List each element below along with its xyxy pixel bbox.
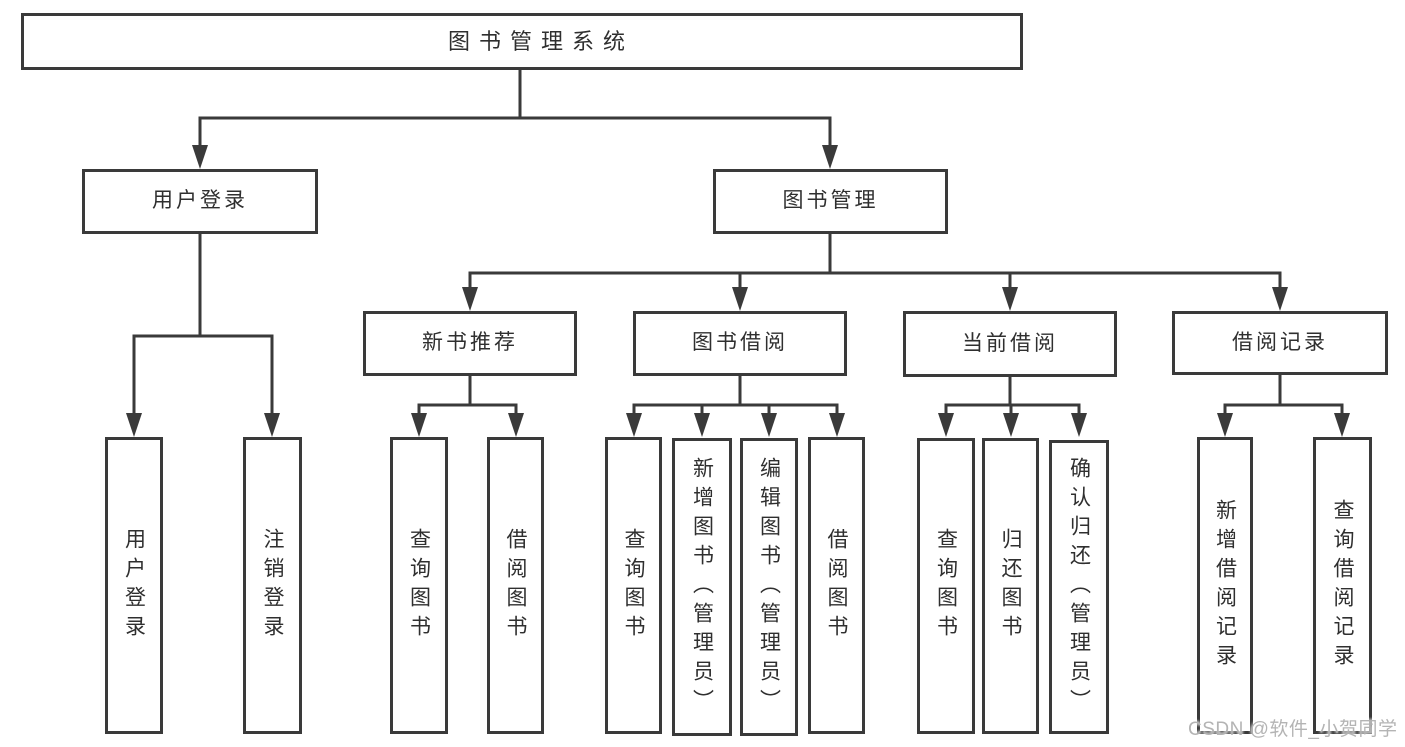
arrow-down-icon: [626, 413, 642, 437]
node-book-management: 图书管理: [713, 169, 948, 234]
arrow-down-icon: [126, 413, 142, 437]
leaf-add-borrow-record-label: 新增借阅记录: [1213, 498, 1237, 673]
leaf-return-books: 归还图书: [982, 438, 1039, 734]
leaf-add-books-admin-label: 新增图书（管理员）: [690, 456, 714, 718]
node-book-borrow: 图书借阅: [633, 311, 847, 376]
node-book-management-label: 图书管理: [782, 189, 879, 213]
leaf-borrow-books-recommend-label: 借阅图书: [504, 527, 527, 644]
connector-root-arrowheads: [192, 145, 838, 169]
arrow-down-icon: [822, 145, 838, 169]
connector-new-book-recommend-arrowheads: [411, 413, 524, 437]
connector-book-borrow-arrowheads: [626, 413, 845, 437]
arrow-down-icon: [508, 413, 524, 437]
leaf-user-login: 用户登录: [105, 437, 163, 734]
leaf-query-books-recommend-label: 查询图书: [407, 527, 431, 644]
csdn-watermark: CSDN @软件_小贺同学: [1188, 719, 1398, 740]
leaf-confirm-return-admin: 确认归还（管理员）: [1049, 440, 1109, 734]
leaf-query-borrow-record-label: 查询借阅记录: [1331, 498, 1354, 673]
connector-book-borrow-branch: [632, 374, 839, 417]
connector-book-management-branch: [468, 232, 1282, 291]
arrow-down-icon: [192, 145, 208, 169]
arrow-down-icon: [1071, 413, 1087, 437]
connector-current-borrow-arrowheads: [938, 413, 1087, 437]
arrow-down-icon: [411, 413, 427, 437]
arrow-down-icon: [1003, 413, 1019, 437]
leaf-query-books-recommend: 查询图书: [390, 437, 448, 734]
arrow-down-icon: [1217, 413, 1233, 437]
node-user-login: 用户登录: [82, 169, 318, 234]
arrow-down-icon: [761, 413, 777, 437]
node-book-borrow-label: 图书借阅: [692, 331, 788, 355]
connector-current-borrow-branch: [944, 375, 1081, 417]
arrow-down-icon: [1334, 413, 1350, 437]
connector-root-to-level2: [198, 68, 832, 149]
node-root-label: 图书管理系统: [447, 28, 634, 54]
connector-borrow-records-branch: [1223, 373, 1344, 417]
arrow-down-icon: [938, 413, 954, 437]
leaf-borrow-books-borrow-label: 借阅图书: [825, 527, 848, 644]
leaf-add-books-admin: 新增图书（管理员）: [672, 438, 732, 736]
leaf-edit-books-admin-label: 编辑图书（管理员）: [757, 456, 781, 718]
leaf-logout-login-label: 注销登录: [261, 527, 284, 644]
leaf-add-borrow-record: 新增借阅记录: [1197, 437, 1253, 734]
leaf-query-books-current-label: 查询图书: [934, 528, 958, 644]
connector-new-book-recommend-branch: [417, 374, 518, 417]
connector-user-login-arrowheads: [126, 413, 280, 437]
connector-borrow-records-arrowheads: [1217, 413, 1350, 437]
arrow-down-icon: [732, 287, 748, 311]
node-user-login-label: 用户登录: [152, 189, 248, 213]
leaf-query-books-current: 查询图书: [917, 438, 975, 734]
leaf-borrow-books-recommend: 借阅图书: [487, 437, 544, 734]
node-new-book-recommend-label: 新书推荐: [422, 331, 518, 355]
leaf-edit-books-admin: 编辑图书（管理员）: [740, 438, 798, 736]
connector-user-login-branch: [132, 232, 274, 417]
connector-book-management-arrowheads: [462, 287, 1288, 311]
leaf-query-books-borrow-label: 查询图书: [622, 527, 645, 644]
leaf-logout-login: 注销登录: [243, 437, 302, 734]
leaf-query-books-borrow: 查询图书: [605, 437, 662, 734]
arrow-down-icon: [829, 413, 845, 437]
arrow-down-icon: [1002, 287, 1018, 311]
node-borrow-records: 借阅记录: [1172, 311, 1388, 375]
arrow-down-icon: [462, 287, 478, 311]
node-current-borrow: 当前借阅: [903, 311, 1117, 377]
leaf-user-login-label: 用户登录: [122, 527, 146, 644]
leaf-confirm-return-admin-label: 确认归还（管理员）: [1067, 456, 1091, 718]
node-new-book-recommend: 新书推荐: [363, 311, 577, 376]
leaf-borrow-books-borrow: 借阅图书: [808, 437, 865, 734]
arrow-down-icon: [694, 413, 710, 437]
arrow-down-icon: [264, 413, 280, 437]
arrow-down-icon: [1272, 287, 1288, 311]
node-root: 图书管理系统: [21, 13, 1023, 70]
leaf-return-books-label: 归还图书: [999, 528, 1022, 644]
node-borrow-records-label: 借阅记录: [1232, 330, 1328, 354]
leaf-query-borrow-record: 查询借阅记录: [1313, 437, 1372, 734]
node-current-borrow-label: 当前借阅: [962, 331, 1058, 355]
